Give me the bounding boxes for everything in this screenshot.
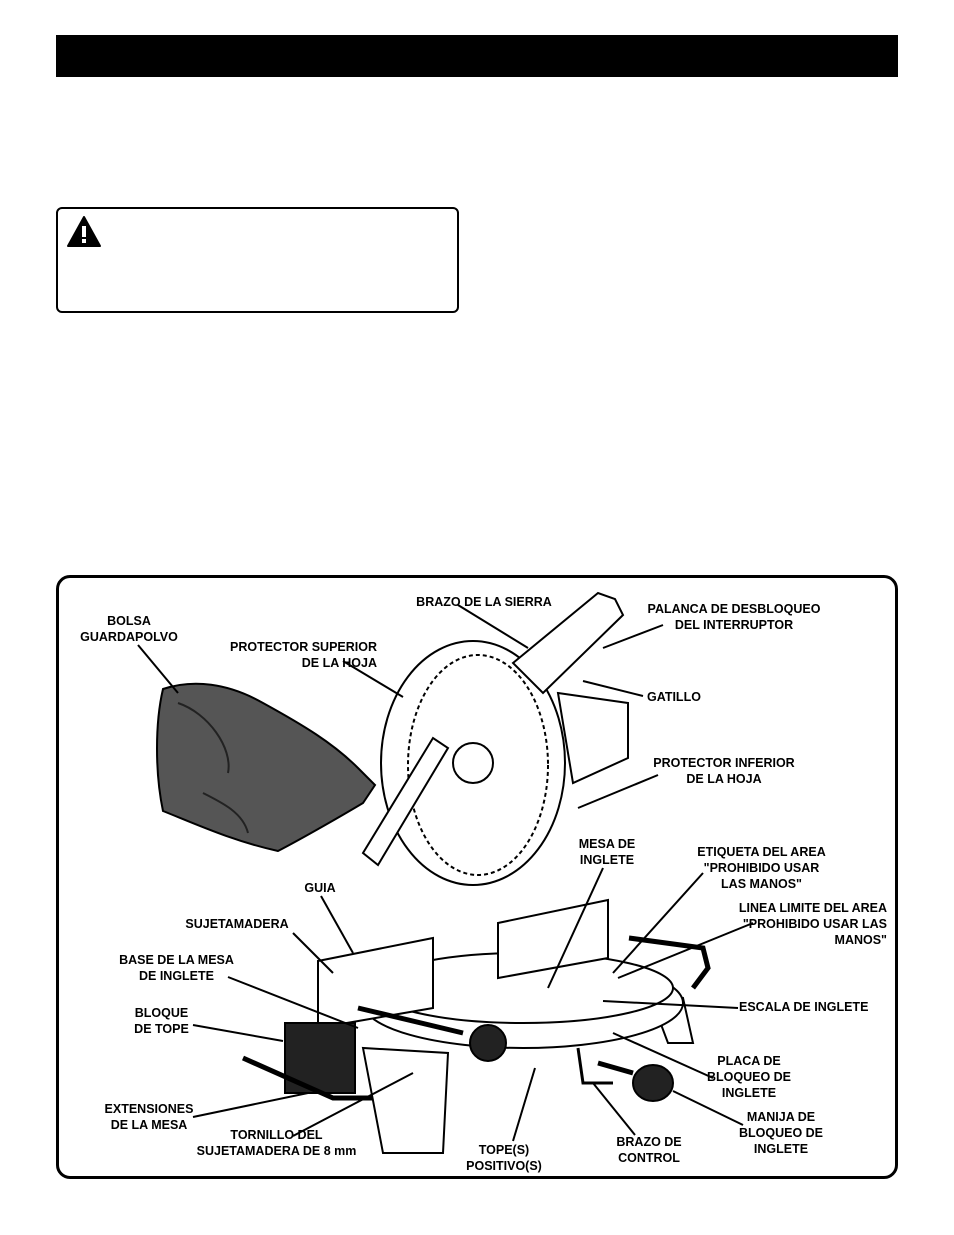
guard-link-shape: [361, 736, 450, 867]
fence-left-shape: [317, 936, 434, 1030]
warning-box: [56, 207, 459, 313]
motor-shape: [556, 691, 629, 785]
label-hold-down-clamp: SUJETAMADERA: [185, 917, 289, 931]
label-miter-scale: ESCALA DE INGLETE: [739, 1000, 869, 1014]
label-no-hands-zone-line: LINEA LIMITE DEL AREA"PROHIBIDO USAR LAS…: [738, 901, 887, 947]
saw-arm-shape: [511, 591, 625, 695]
miter-saw-illustration: [137, 591, 754, 1154]
label-saw-arm: BRAZO DE LA SIERRA: [416, 595, 552, 609]
label-trigger: GATILLO: [647, 690, 701, 704]
saw-base-shape: [361, 1046, 450, 1154]
clamp-screw-shape: [357, 1005, 464, 1036]
lock-handle-shape: [597, 1060, 634, 1076]
fence-right-shape: [497, 898, 609, 980]
label-positive-stops: TOPE(S)POSITIVO(S): [466, 1143, 542, 1173]
clamp-knob-shape: [469, 1024, 507, 1062]
warning-icon: [67, 216, 101, 247]
label-fence: GUIA: [304, 881, 336, 895]
control-arm-shape: [576, 1047, 613, 1085]
header-bar: [56, 35, 898, 77]
table-extensions-shape: [241, 1055, 373, 1101]
